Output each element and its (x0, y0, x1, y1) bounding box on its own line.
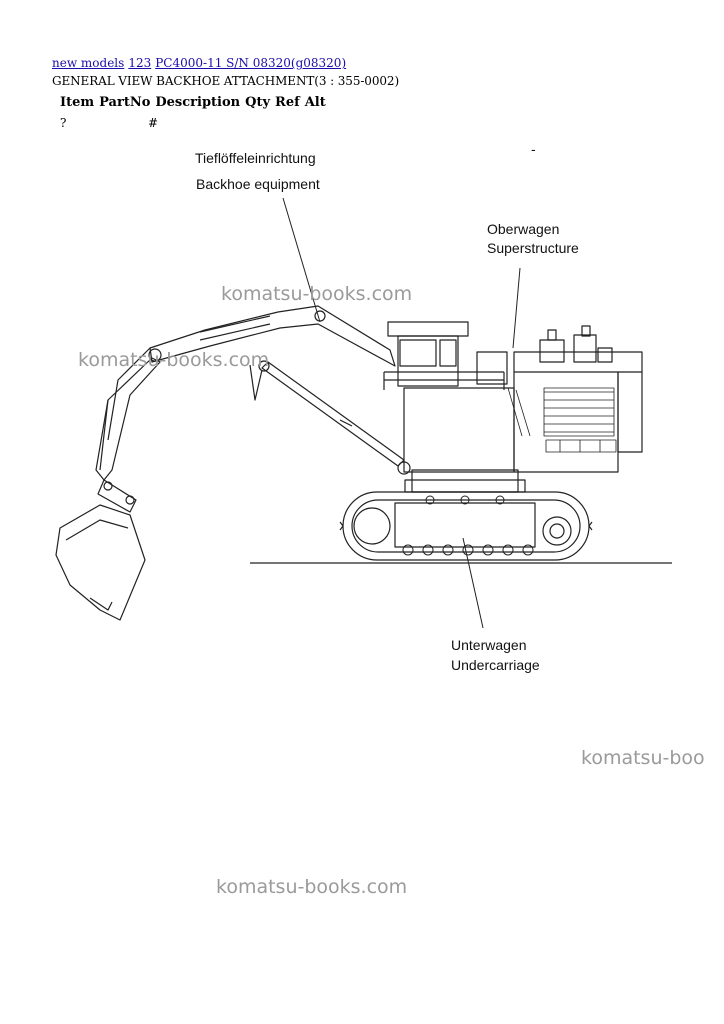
header-item: Item (60, 95, 95, 110)
leader-lines (282, 197, 521, 629)
header-description: Description (155, 95, 241, 110)
label-superstructure-en: Superstructure (487, 240, 579, 256)
arm (95, 347, 162, 481)
superstructure (383, 321, 643, 475)
label-undercarriage-en: Undercarriage (451, 657, 540, 673)
label-backhoe-en: Backhoe equipment (196, 176, 320, 192)
bucket (55, 504, 146, 621)
page-subtitle: GENERAL VIEW BACKHOE ATTACHMENT(3 : 355-… (52, 74, 400, 88)
car-body (404, 469, 526, 493)
header-alt: Alt (304, 95, 326, 110)
new-models-link[interactable]: new models (52, 56, 125, 70)
watermark: komatsu-books.com (216, 876, 408, 898)
header-qty: Qty (245, 95, 271, 110)
item-123-link[interactable]: 123 (128, 56, 152, 70)
model-link[interactable]: PC4000-11 S/N 08320(g08320) (155, 56, 347, 70)
label-backhoe-de: Tieflöffeleinrichtung (195, 150, 316, 166)
header-partno: PartNo (99, 95, 151, 110)
table-header: Item PartNo Description Qty Ref Alt (60, 95, 331, 111)
diagram-dash: - (531, 141, 536, 157)
watermark: komatsu-books.com (78, 349, 270, 371)
boom-cylinder (258, 360, 405, 467)
header-ref: Ref (275, 95, 300, 110)
bucket-linkage (97, 364, 263, 513)
watermark: komatsu-books.com (221, 283, 413, 305)
row-ref: # (148, 116, 159, 130)
excavator-diagram (55, 197, 672, 629)
track-assembly (339, 491, 593, 561)
label-superstructure-de: Oberwagen (487, 221, 560, 237)
row-item: ? (60, 116, 67, 130)
boom (149, 305, 396, 367)
watermark: komatsu-boo (581, 747, 705, 769)
label-undercarriage-de: Unterwagen (451, 637, 527, 653)
